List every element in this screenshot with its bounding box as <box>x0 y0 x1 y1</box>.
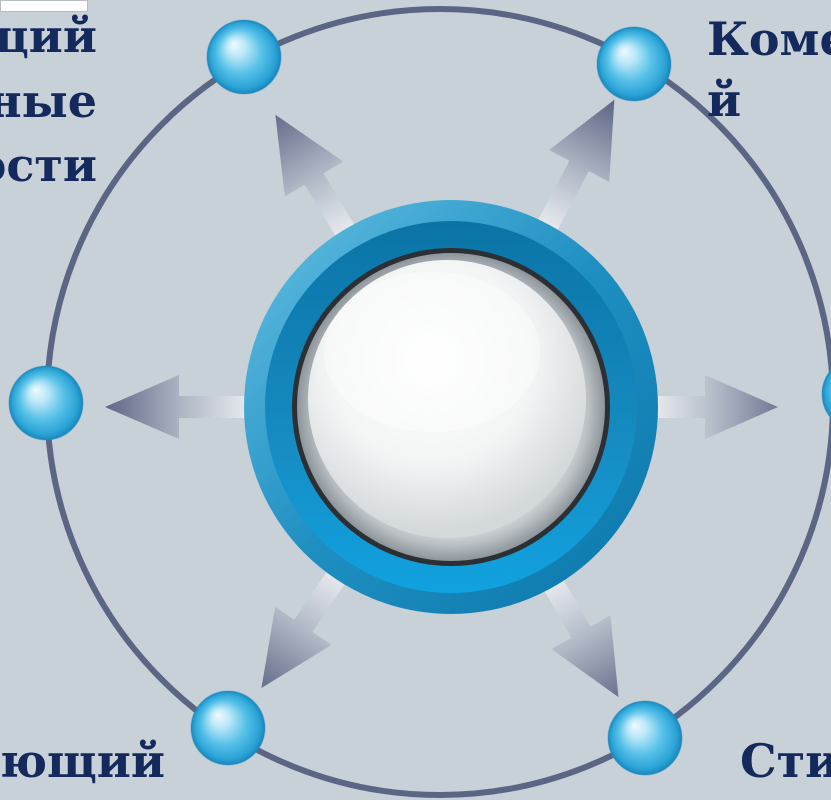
label-top-right-line-1: Коме <box>707 12 831 66</box>
node-top-left <box>207 20 281 94</box>
node-bottom-right <box>608 701 682 775</box>
label-top-left-line-2: ные <box>0 74 97 128</box>
node-bottom-left <box>191 691 265 765</box>
label-bottom-right: Сти <box>740 734 831 788</box>
label-top-right-line-2: й <box>707 73 741 127</box>
label-bottom-left: ющий <box>0 734 165 788</box>
label-top-left-line-3: ости <box>0 138 97 192</box>
center-button-highlight <box>324 272 540 432</box>
center-button <box>244 200 658 614</box>
node-top-right <box>597 27 671 101</box>
label-top-left-line-1: щий <box>0 9 97 63</box>
node-left <box>9 366 83 440</box>
